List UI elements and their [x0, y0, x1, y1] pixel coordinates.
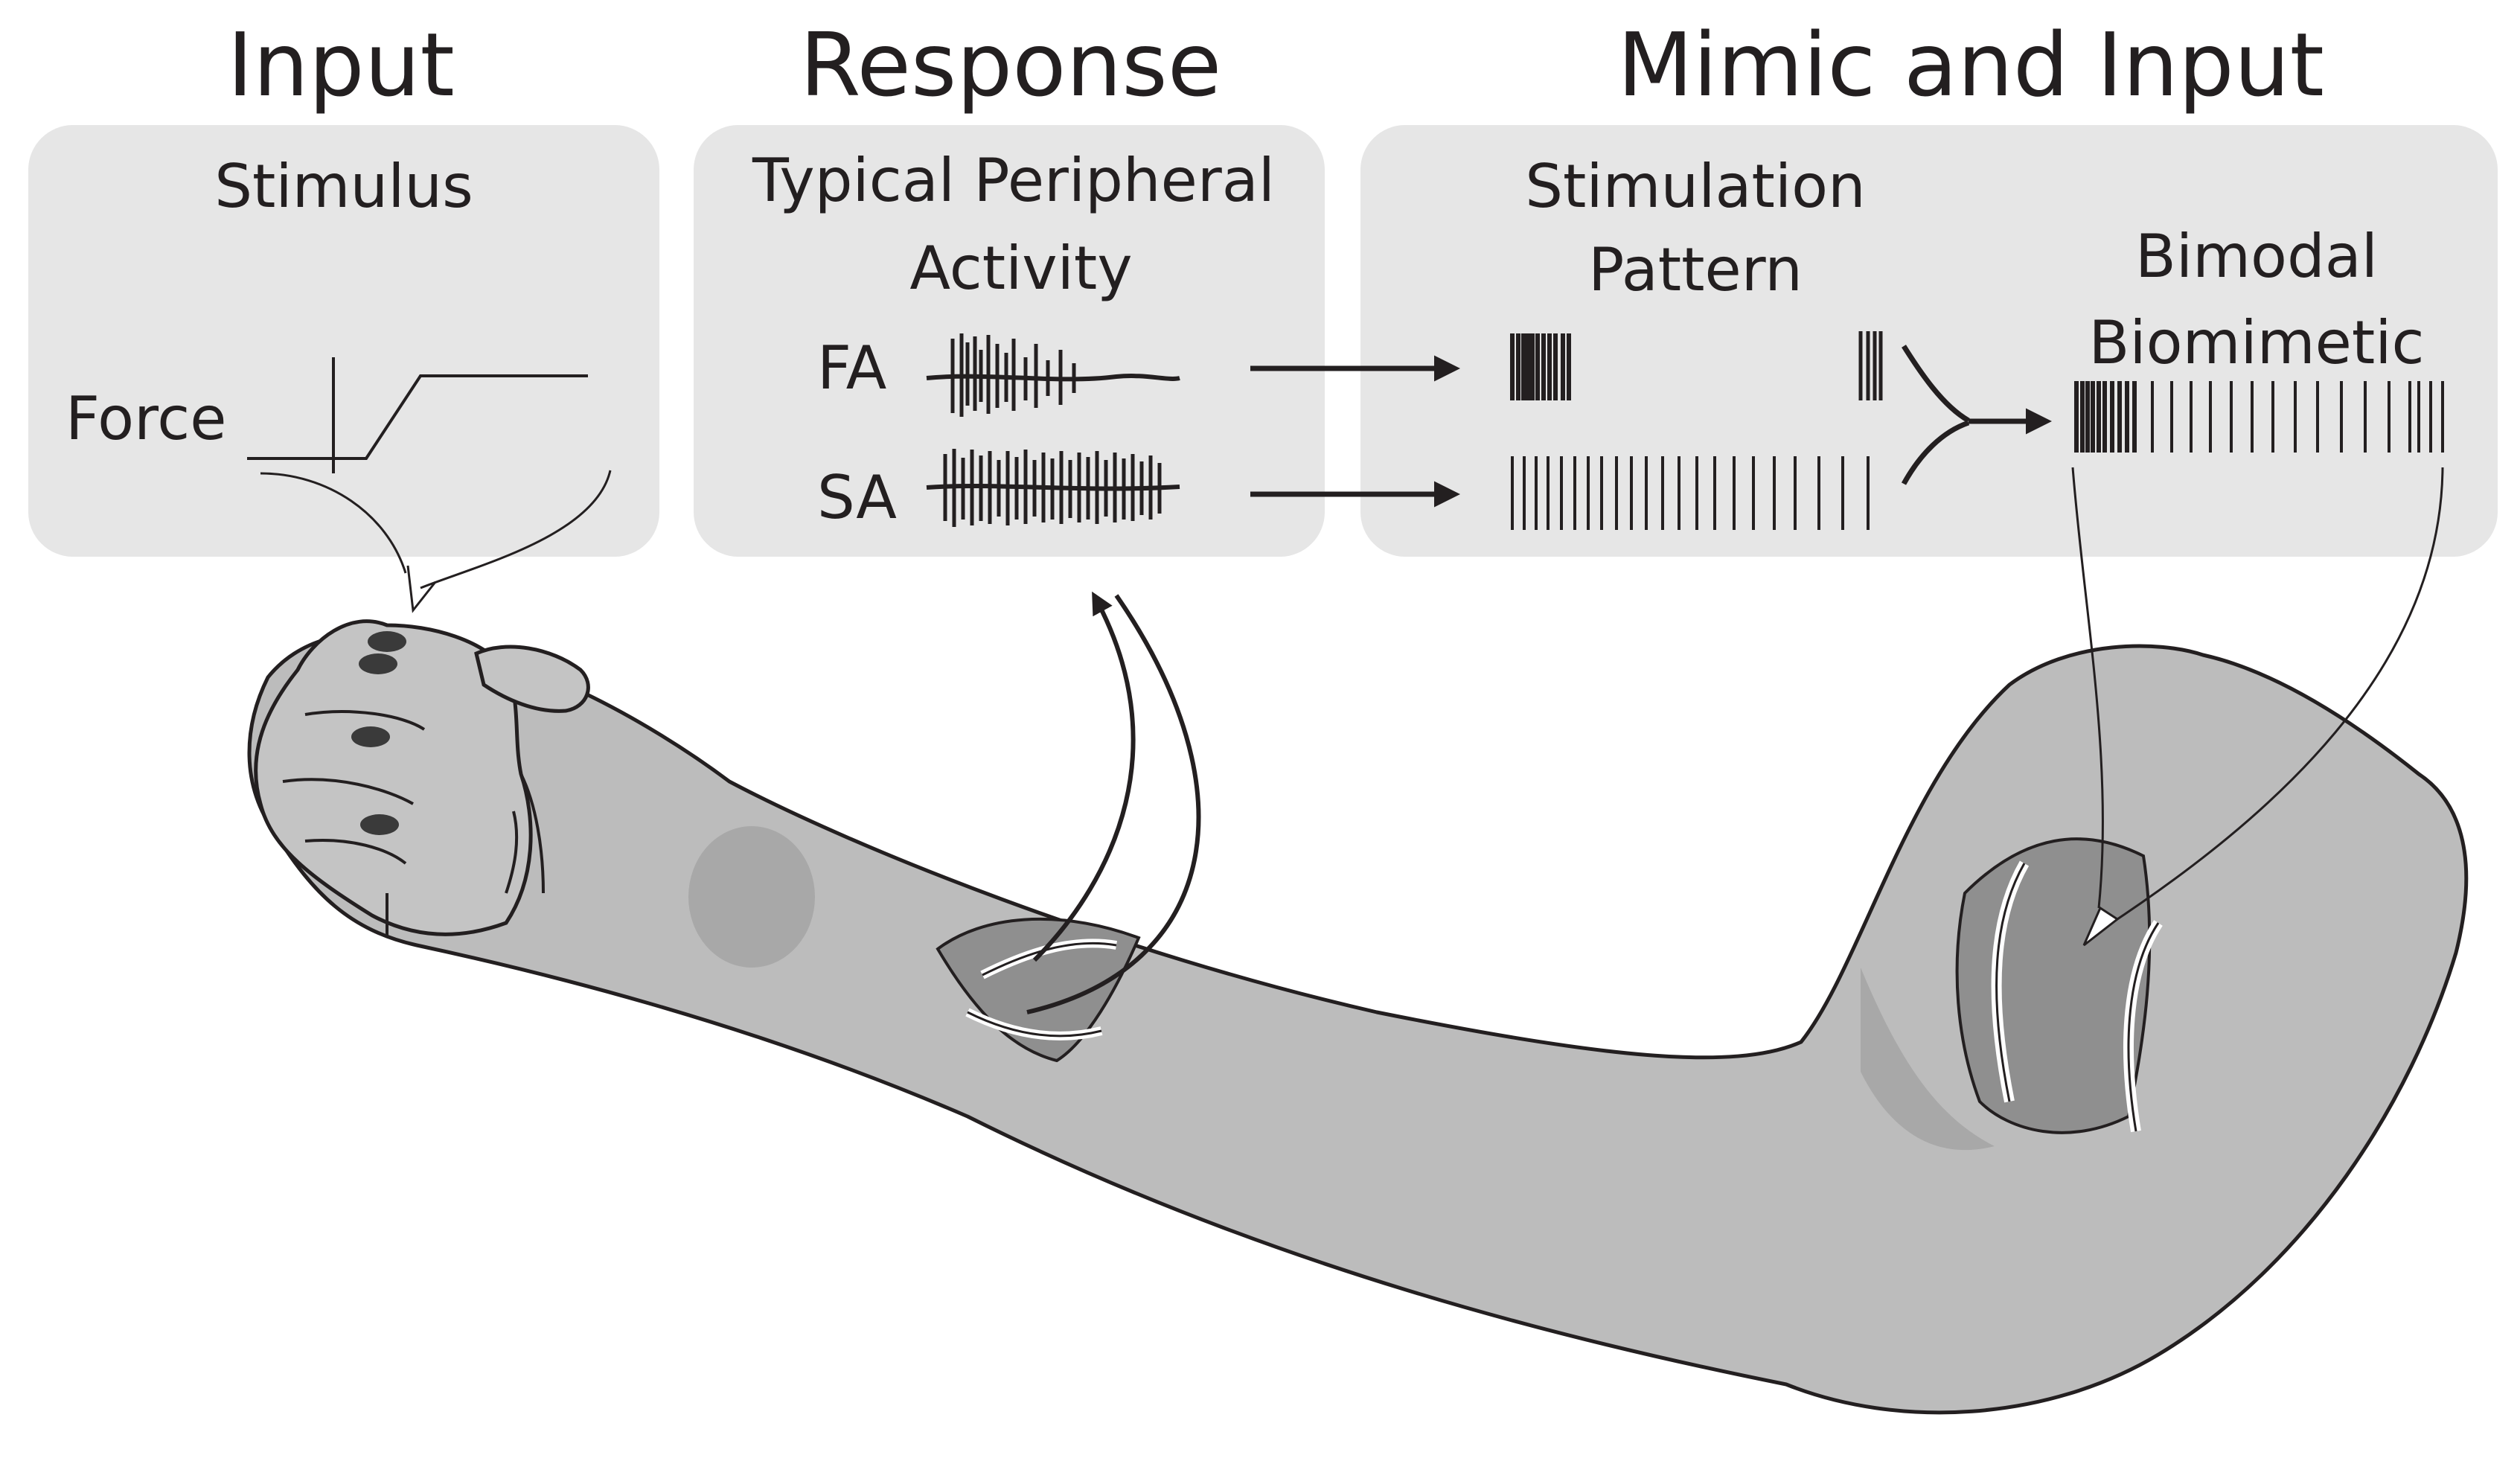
- force-label: Force: [65, 384, 226, 453]
- fa-label: FA: [817, 333, 887, 403]
- force-ramp-trace: [247, 357, 588, 473]
- fingernail: [359, 653, 397, 674]
- merge-arrow: [1901, 345, 2052, 485]
- peripheral-heading-line2: Activity: [909, 234, 1132, 303]
- peripheral-heading-line1: Typical Peripheral: [752, 146, 1275, 215]
- panel-mimic: [1360, 125, 2498, 557]
- bimodal-heading-line2: Biomimetic: [2089, 308, 2425, 377]
- panel-input: [28, 125, 659, 557]
- fingernail: [360, 814, 399, 835]
- stim-pattern-heading-line2: Pattern: [1588, 235, 1803, 304]
- upper-arm-incision: [1955, 837, 2163, 1134]
- bimodal-callout-arrowhead: [2082, 906, 2120, 947]
- bimodal-callout-lines: [2071, 467, 2444, 928]
- title-input: Input: [227, 13, 455, 116]
- bimodal-heading-line1: Bimodal: [2135, 222, 2378, 291]
- sa-label: SA: [817, 463, 897, 532]
- arm-illustration: [247, 619, 2469, 1415]
- fingernail: [368, 631, 406, 652]
- elbow-shadow: [1861, 968, 1995, 1151]
- stimulus-callout-lines: [260, 470, 612, 613]
- arm-silhouette: [247, 632, 2469, 1415]
- recording-arrow-secondary: [1026, 594, 1201, 1014]
- fingernail: [351, 726, 390, 747]
- wrist-shadow: [688, 826, 815, 968]
- bimodal-biomimetic-train: [2074, 381, 2444, 453]
- fa-stim-onset-burst: [1510, 333, 1571, 400]
- title-response: Response: [800, 13, 1222, 116]
- title-mimic-and-input: Mimic and Input: [1617, 13, 2324, 116]
- recording-arrow: [1032, 591, 1136, 962]
- fa-stim-offset-burst: [1858, 331, 1883, 400]
- sa-stim-train: [1511, 456, 1870, 530]
- stim-pattern-heading-line1: Stimulation: [1525, 152, 1866, 221]
- fa-neural-trace: [926, 333, 1180, 417]
- forearm-incision: [936, 917, 1141, 1063]
- sa-neural-trace: [926, 449, 1180, 527]
- stimulus-heading: Stimulus: [214, 152, 473, 221]
- thumb: [474, 645, 590, 713]
- panel-response: [694, 125, 1325, 557]
